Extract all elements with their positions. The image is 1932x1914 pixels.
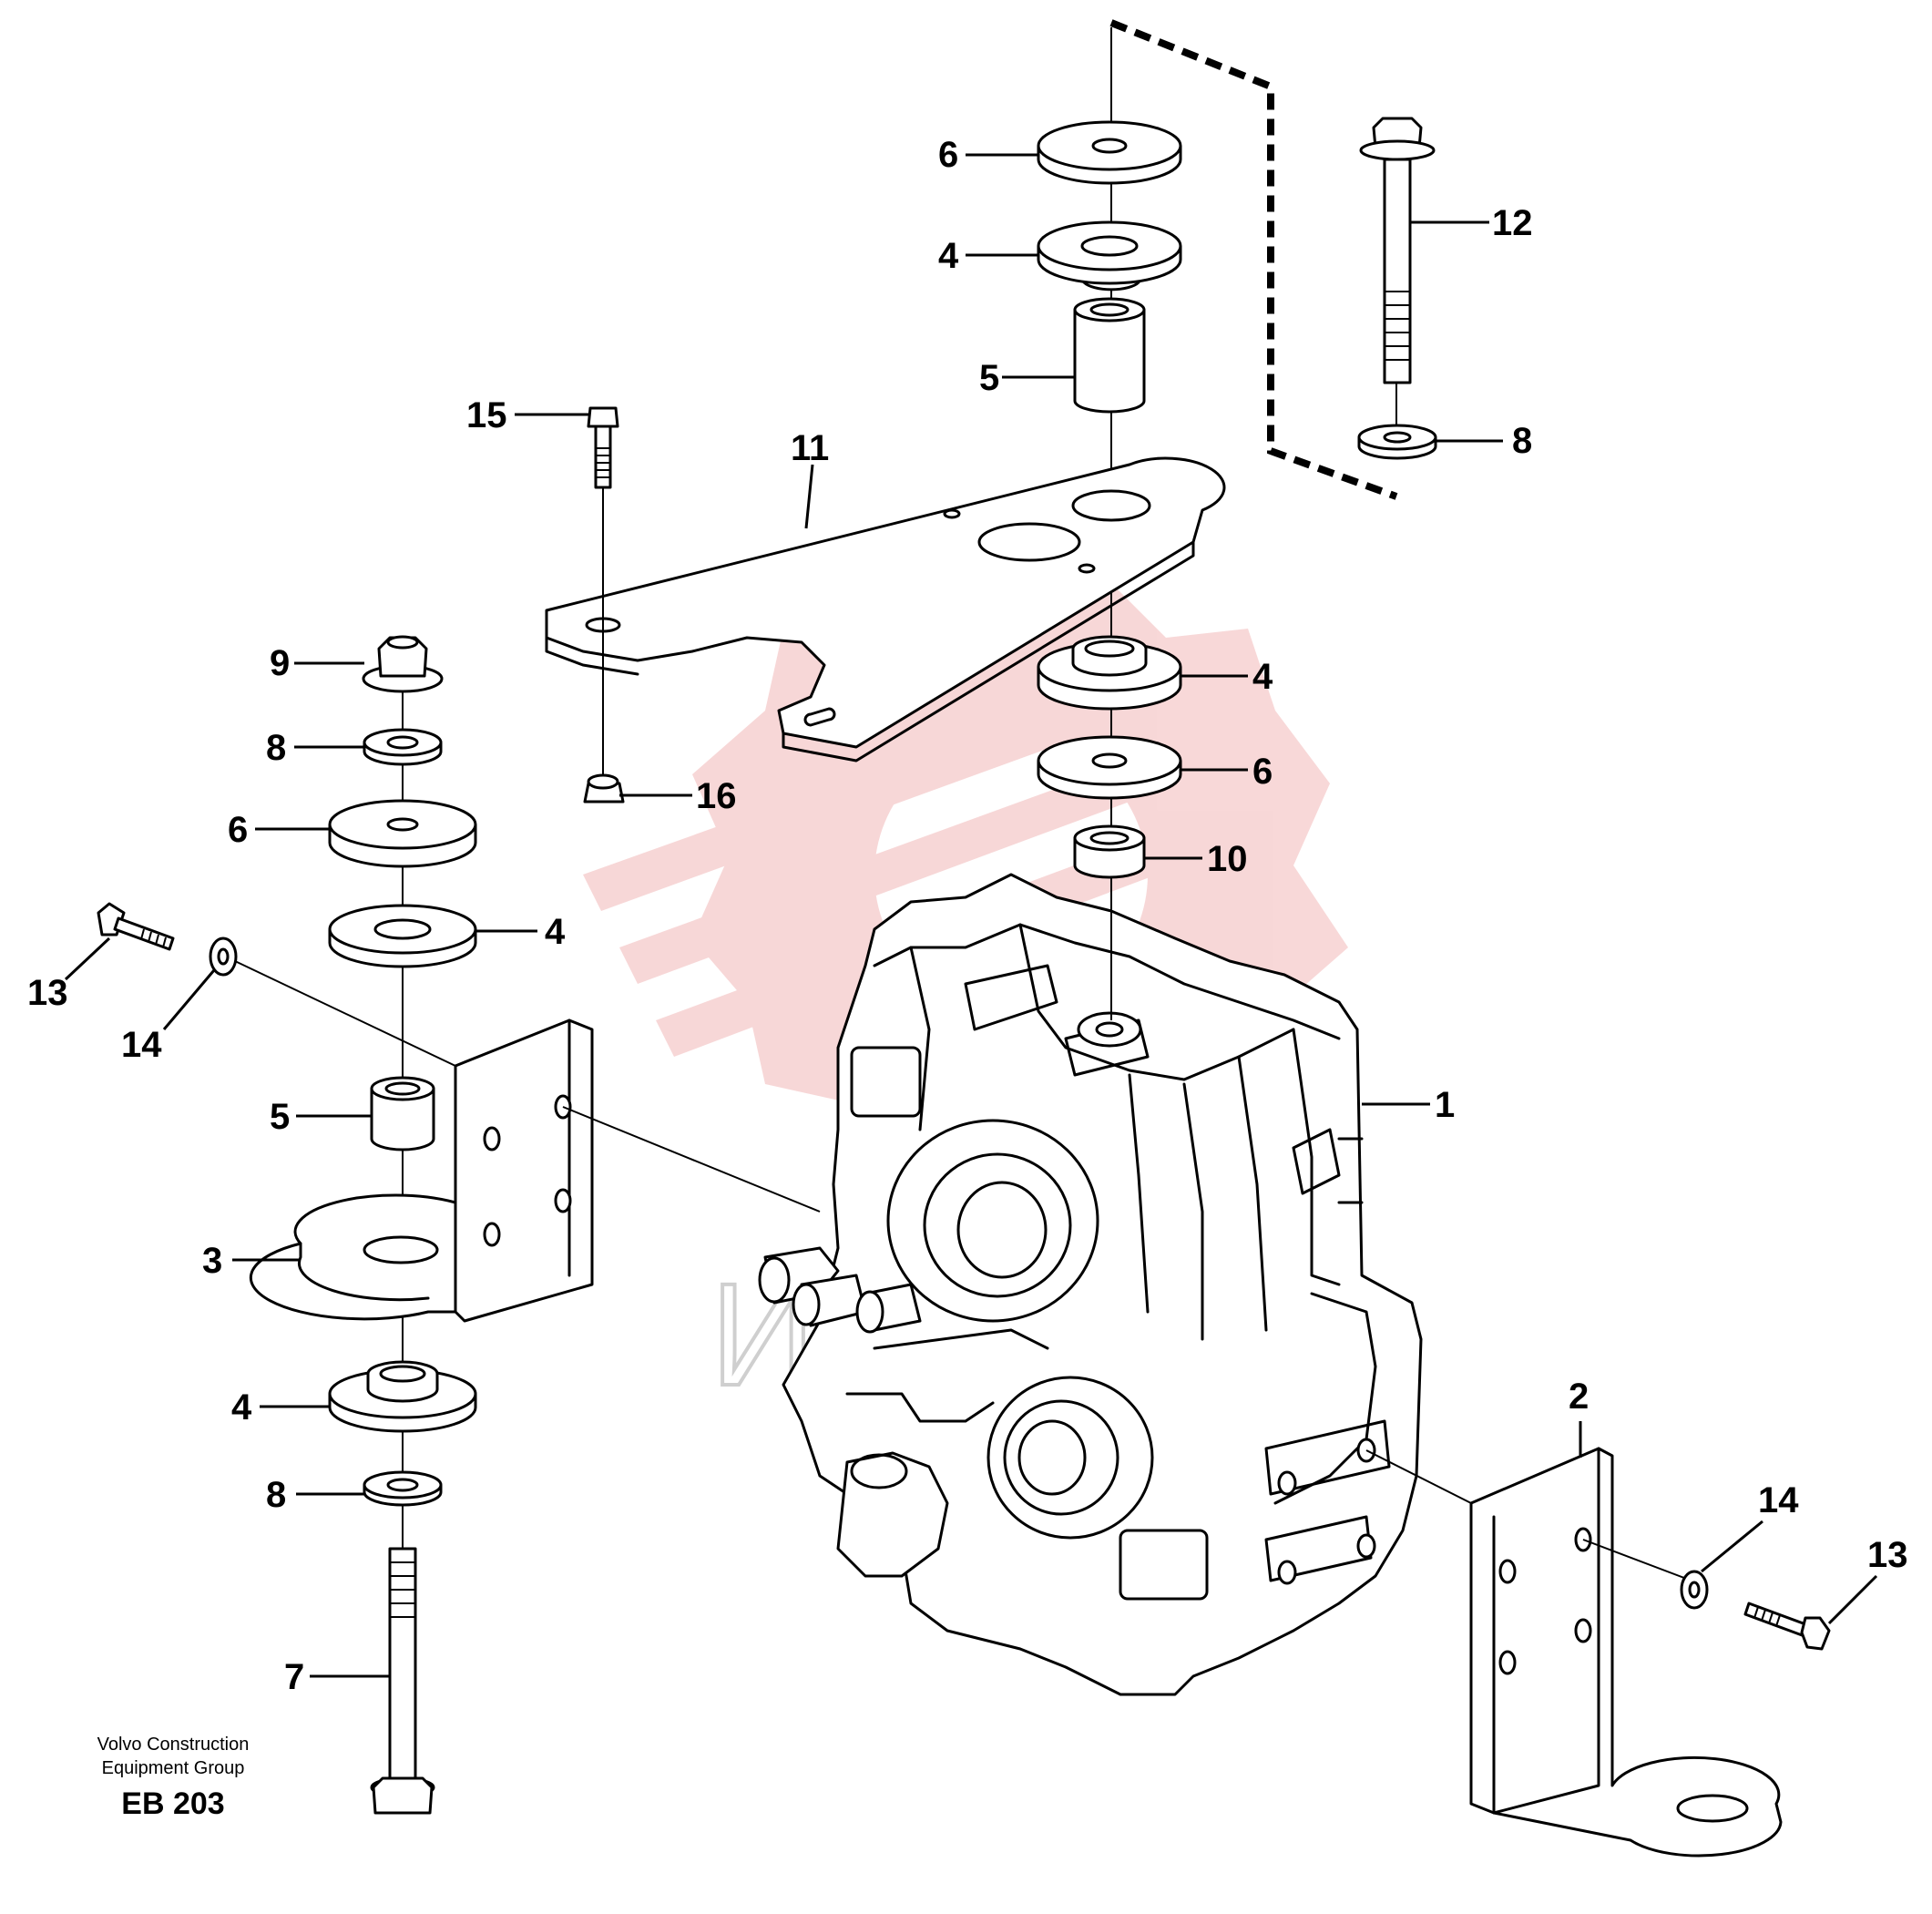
left-mount-stack [328,635,477,1549]
rubber-mount-4-left-lower [328,1360,477,1433]
diagram-code: EB 203 [121,1786,224,1821]
callout-5-top: 5 [979,358,999,398]
callouts: 6 4 5 12 8 15 11 16 4 6 10 1 9 8 6 4 5 3… [27,135,1908,1697]
caption-line-1: Volvo Construction [97,1735,250,1755]
callout-10: 10 [1207,839,1248,879]
washer-6-left [328,799,477,868]
callout-15: 15 [466,395,507,435]
callout-8-left-top: 8 [266,728,286,768]
washer-6-lower [1037,735,1182,800]
spacer-10 [1073,824,1146,879]
washer-14-right [1680,1570,1709,1610]
nut-9 [362,635,444,693]
callout-11: 11 [791,428,829,468]
washer-8-right [1357,424,1437,460]
rubber-mount-4-lower [1037,635,1182,711]
callout-5-left: 5 [270,1097,290,1137]
washer-8-left-top [363,728,443,766]
bracket-2 [1469,1447,1783,1858]
guide-line-left-bolt [234,960,456,1067]
callout-13-right: 13 [1867,1535,1908,1575]
callout-16: 16 [696,776,737,816]
callout-3: 3 [202,1241,222,1281]
guide-line-bracket2 [1365,1449,1472,1504]
dashed-group-outline [1109,19,1398,500]
rubber-mount-4-top [1037,220,1182,292]
callout-4-top: 4 [938,236,959,276]
bolt-15 [587,406,619,783]
rubber-mount-4-left-top [328,904,477,968]
transmission-housing [758,873,1423,1696]
washer-8-left-lower [363,1470,443,1507]
left-lower-stack [328,1360,477,1815]
callout-8-right: 8 [1512,421,1532,461]
callout-9: 9 [270,643,290,683]
callout-1: 1 [1435,1085,1455,1125]
callout-7: 7 [284,1657,304,1697]
washer-14-left [209,937,238,977]
callout-6-right-lower: 6 [1252,752,1273,792]
callout-4-right-lower: 4 [1252,657,1273,697]
callout-12: 12 [1492,203,1533,243]
right-upper-mount-stack [1037,27,1182,1020]
spacer-5-top [1073,297,1146,414]
callout-13-left: 13 [27,973,68,1013]
callout-6-top: 6 [938,135,958,175]
bracket-11 [545,456,1226,763]
leader-lines [64,153,1878,1678]
bolt-13-left [97,902,175,951]
callout-6-left: 6 [228,810,248,850]
callout-4-left-top: 4 [545,912,566,952]
callout-14-left: 14 [121,1025,162,1065]
washer-6-top [1037,120,1182,185]
bracket-3 [249,1018,594,1323]
bolt-7 [370,1547,435,1815]
nut-16 [583,773,625,803]
caption-line-2: Equipment Group [102,1758,245,1778]
guide-line-bracket3 [562,1106,821,1213]
callout-4-left-lower: 4 [231,1387,252,1428]
callout-14-right: 14 [1758,1480,1799,1520]
bolt-12 [1359,117,1436,437]
callout-2: 2 [1569,1377,1589,1417]
caption-block: Volvo Construction Equipment Group EB 20… [97,1735,250,1821]
bolt-13-right [1743,1602,1831,1651]
spacer-5-left [370,1076,435,1151]
callout-8-left-lower: 8 [266,1475,286,1515]
